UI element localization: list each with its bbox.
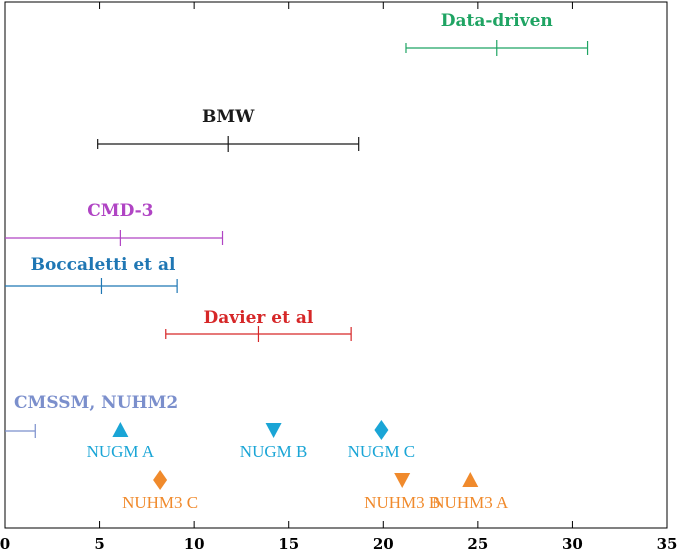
diamond-marker (374, 420, 389, 440)
point-nugm-c: NUGM C (348, 420, 416, 461)
interval-label: Boccaletti et al (31, 255, 176, 275)
x-tick-label: 0 (0, 535, 10, 552)
point-label: NUGM B (240, 442, 308, 461)
plot-frame (4, 1, 668, 529)
point-label: NUGM A (87, 442, 155, 461)
point-nuhm3-c: NUHM3 C (122, 470, 198, 512)
diamond-marker (153, 470, 168, 490)
x-tick-label: 10 (184, 535, 205, 552)
interval-label: CMD-3 (87, 201, 153, 221)
interval-label: Davier et al (204, 308, 314, 328)
interval-davier-et-al: Davier et al (165, 308, 352, 342)
interval-data-driven: Data-driven (405, 11, 589, 56)
point-nuhm3-a: NUHM3 A (432, 472, 509, 512)
interval-label: Data-driven (441, 11, 553, 31)
triangle-down-marker (265, 423, 282, 438)
point-label: NUHM3 C (122, 493, 198, 512)
point-nugm-b: NUGM B (240, 423, 308, 461)
point-nugm-a: NUGM A (87, 422, 155, 461)
interval-label: CMSSM, NUHM2 (14, 393, 178, 413)
x-tick-label: 20 (373, 535, 394, 552)
point-nuhm3-b: NUHM3 B (364, 473, 440, 512)
interval-cmd-3: CMD-3 (5, 201, 224, 246)
interval-boccaletti-et-al: Boccaletti et al (5, 255, 178, 294)
triangle-up-marker (462, 472, 479, 487)
x-tick-label: 30 (562, 535, 583, 552)
x-tick-label: 5 (94, 535, 104, 552)
x-tick-label: 25 (467, 535, 488, 552)
x-tick-label: 15 (278, 535, 299, 552)
x-tick-label: 35 (657, 535, 678, 552)
interval-bmw: BMW (97, 107, 360, 152)
point-label: NUHM3 A (432, 493, 509, 512)
point-label: NUHM3 B (364, 493, 440, 512)
triangle-down-marker (394, 473, 411, 488)
triangle-up-marker (112, 422, 129, 437)
interval-cmssm-nuhm2: CMSSM, NUHM2 (5, 393, 178, 438)
interval-label: BMW (202, 107, 255, 127)
point-label: NUGM C (348, 442, 416, 461)
